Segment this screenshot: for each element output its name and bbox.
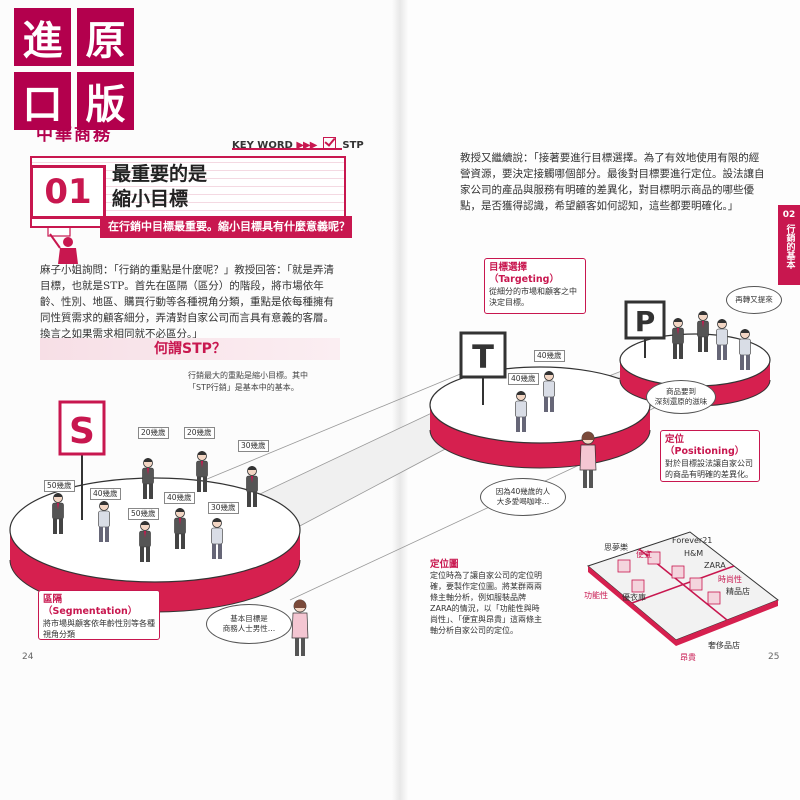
s-speech-bubble: 基本目標是 商務人士男性… (206, 604, 292, 644)
positioning-title-en: （Positioning） (665, 446, 745, 457)
map-label: 思夢樂 (604, 543, 628, 552)
age-tag: 30幾歲 (208, 502, 239, 514)
stp-note-line-1: 行銷最大的重點是縮小目標。其中 (188, 371, 308, 380)
positioning-callout: 定位 （Positioning） 對於目標設法讓自家公司的商品有明確的差異化。 (660, 430, 760, 482)
positioning-title-zh: 定位 (665, 434, 685, 445)
stp-note: 行銷最大的重點是縮小目標。其中 「STP行銷」是基本中的基本。 (188, 370, 308, 394)
map-label: H&M (684, 549, 704, 558)
logo-subtitle: 中華商務 (36, 125, 112, 145)
keyword-caption: KEY WORD (232, 140, 293, 151)
positioning-map-title: 定位圖 (430, 559, 459, 570)
positioning-map-body: 定位時為了讓自家公司的定位明確，要製作定位圖。將某群兩兩條主軸分析，例如服裝品牌… (430, 571, 542, 635)
positioning-map (586, 531, 780, 646)
segmentation-body: 將市場與顧客依年齡性別等各種視角分類 (43, 619, 155, 639)
age-tag: 40幾歲 (90, 488, 121, 500)
map-label: 便宜 (636, 550, 652, 559)
t-speech-bubble: 因為40幾歲的人 大多愛喝咖啡… (480, 478, 566, 516)
map-label: 優衣庫 (622, 593, 646, 602)
page-title: 最重要的是 縮小目標 (112, 162, 207, 212)
t-sign-letter: T (472, 338, 494, 376)
segmentation-callout: 區隔 （Segmentation） 將市場與顧客依年齡性別等各種視角分類 (38, 590, 160, 640)
stp-heading-band (40, 338, 340, 360)
logo-char-4: 版 (77, 72, 134, 130)
targeting-body: 從細分的市場和顧客之中決定目標。 (489, 287, 577, 307)
left-body-text: 麻子小姐詢問：「行銷的重點是什麼呢？」教授回答：「就是弄清目標，也就是STP。首… (40, 264, 334, 340)
stp-note-line-2: 「STP行銷」是基本中的基本。 (188, 383, 299, 392)
positioning-title: 定位 （Positioning） (665, 434, 755, 458)
t-platform (429, 366, 651, 469)
s-speaker-figure (291, 599, 309, 657)
segmentation-title: 區隔 （Segmentation） (43, 594, 155, 618)
page-number-right: 25 (768, 652, 780, 662)
targeting-title-zh: 目標選擇 (489, 262, 528, 273)
positioning-body: 對於目標設法讓自家公司的商品有明確的差異化。 (665, 459, 753, 479)
map-label: 時尚性 (718, 575, 742, 584)
age-tag: 40幾歲 (508, 373, 539, 385)
left-page (0, 0, 400, 800)
s-sign: S (58, 400, 106, 520)
positioning-map-text: 定位圖 定位時為了讓自家公司的定位明確，要製作定位圖。將某群兩兩條主軸分析，例如… (430, 556, 542, 636)
map-label: 功能性 (584, 591, 608, 600)
p-customer-bubble: 再轉又提來 (726, 286, 782, 314)
map-label: 精品店 (726, 587, 750, 596)
chapter-tab-text: 行銷的基本 (784, 224, 795, 269)
p-sign-letter: P (635, 305, 656, 338)
age-tag: 30幾歲 (238, 440, 269, 452)
segmentation-title-zh: 區隔 (43, 594, 63, 605)
book-gutter (392, 0, 408, 800)
page-number-left: 24 (22, 652, 34, 662)
map-label: Forever21 (672, 536, 713, 545)
segmentation-title-en: （Segmentation） (43, 606, 138, 617)
p-speech-bubble: 商品要到 深刻還原的滋味 (646, 380, 716, 414)
chapter-tab: 02 行銷的基本 (778, 205, 800, 285)
publisher-logo: 進 原 口 版 中華商務 (14, 8, 134, 145)
map-label: 昂貴 (680, 653, 696, 662)
age-tag: 20幾歲 (138, 427, 169, 439)
s-sign-letter: S (69, 411, 95, 452)
targeting-title: 目標選擇 （Targeting） (489, 262, 581, 286)
stp-heading: 何謂STP？ (154, 341, 226, 357)
section-subtitle: 在行銷中目標最重要。縮小目標具有什麼意義呢？ (100, 216, 352, 238)
logo-char-3: 口 (14, 72, 71, 130)
keyword-term: STP (342, 140, 364, 151)
chapter-tab-number: 02 (782, 210, 796, 220)
targeting-title-en: （Targeting） (489, 274, 559, 285)
age-tag: 20幾歲 (184, 427, 215, 439)
keyword-underline (232, 148, 342, 150)
t-sign: T (459, 331, 507, 405)
title-line-1: 最重要的是 (112, 163, 208, 185)
targeting-callout: 目標選擇 （Targeting） 從細分的市場和顧客之中決定目標。 (484, 258, 586, 314)
logo-char-2: 原 (77, 8, 134, 66)
age-tag: 50幾歲 (44, 480, 75, 492)
map-label: ZARA (704, 561, 726, 570)
map-label: 奢侈品店 (708, 641, 740, 650)
keyword-arrows: ▶▶▶ (296, 140, 317, 151)
title-line-2: 縮小目標 (112, 188, 189, 210)
right-body-text: 教授又繼續說：「接著要進行目標選擇。為了有效地使用有限的經營資源，要決定接觸哪個… (460, 152, 765, 212)
logo-char-1: 進 (14, 8, 71, 66)
p-sign: P (624, 300, 666, 358)
age-tag: 40幾歲 (534, 350, 565, 362)
age-tag: 40幾歲 (164, 492, 195, 504)
age-tag: 50幾歲 (128, 508, 159, 520)
section-number: 01 (30, 165, 106, 219)
t-speaker-figure (579, 431, 597, 489)
